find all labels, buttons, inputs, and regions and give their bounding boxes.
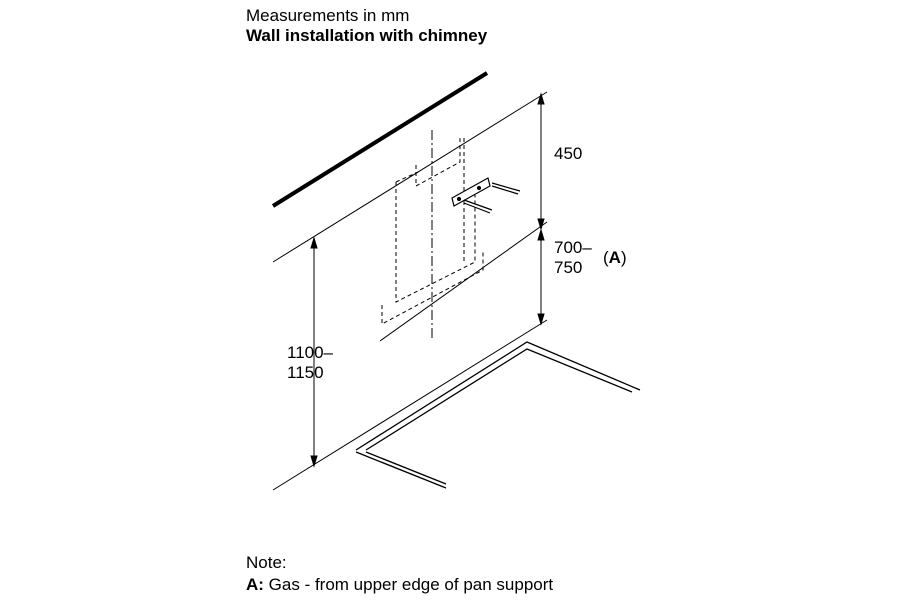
dimension-line-2: 1150 bbox=[287, 363, 324, 382]
dimension-label-700-750: 700– 750 bbox=[554, 238, 592, 278]
diagram-header: Measurements in mm Wall installation wit… bbox=[246, 6, 487, 46]
note-section: Note: A: Gas - from upper edge of pan su… bbox=[246, 552, 553, 596]
dimension-line-1: 700– bbox=[554, 238, 592, 257]
mounting-bracket bbox=[451, 177, 491, 207]
dimension-reference-a: (A) bbox=[603, 248, 627, 267]
ceiling-line bbox=[271, 71, 489, 208]
dimension-arrows bbox=[310, 92, 545, 468]
chimney-dashed-outline bbox=[381, 137, 484, 325]
hob-outline bbox=[355, 341, 641, 489]
note-key: A: bbox=[246, 575, 264, 594]
note-heading: Note: bbox=[246, 553, 287, 572]
screws bbox=[463, 182, 521, 214]
note-item-a: A: Gas - from upper edge of pan support bbox=[246, 574, 553, 596]
dimension-label-450: 450 bbox=[554, 144, 583, 163]
wall-bottom-edge bbox=[272, 319, 548, 491]
wall-mid-edge bbox=[379, 221, 548, 342]
wall-top-edge bbox=[272, 91, 548, 263]
dimension-line-2: 750 bbox=[554, 258, 583, 277]
reference-letter-a: A bbox=[608, 248, 621, 267]
measurements-unit-label: Measurements in mm bbox=[246, 6, 410, 25]
installation-title: Wall installation with chimney bbox=[246, 26, 488, 45]
dimension-label-1100-1150: 1100– 1150 bbox=[287, 343, 333, 383]
note-text: Gas - from upper edge of pan support bbox=[263, 575, 554, 594]
dimension-line-1: 1100– bbox=[287, 343, 334, 362]
